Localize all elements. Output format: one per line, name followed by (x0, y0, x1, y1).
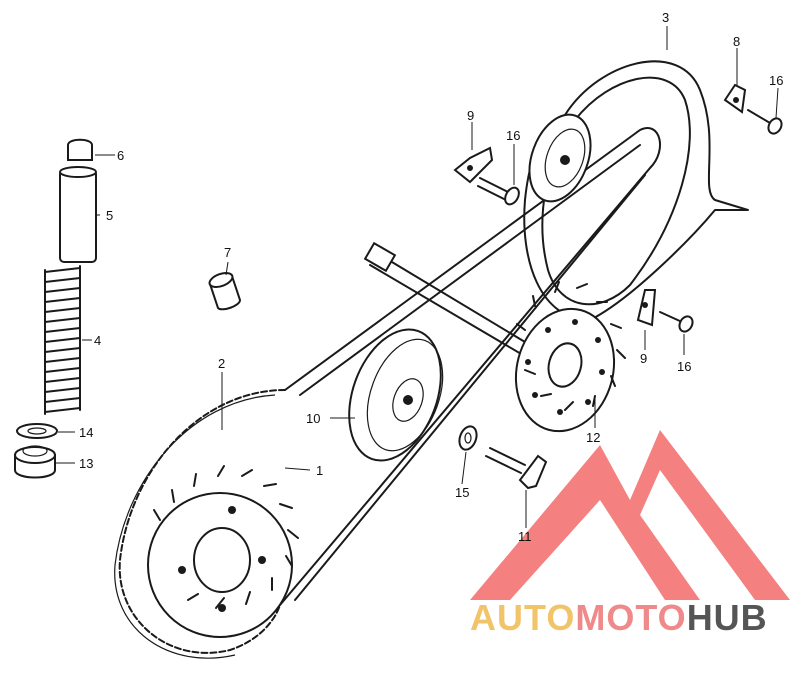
shaft (363, 241, 531, 359)
callout-16-right: 16 (677, 359, 691, 374)
tube-cap (67, 138, 93, 161)
watermark-auto: AUTO (470, 597, 576, 638)
watermark-logo (470, 430, 790, 600)
callout-15: 15 (455, 485, 469, 500)
callout-3: 3 (662, 10, 669, 25)
bracket-top (723, 83, 747, 114)
callout-8: 8 (733, 34, 740, 49)
callout-9-right: 9 (640, 351, 647, 366)
callout-9-top: 9 (467, 108, 474, 123)
bracket-right (636, 289, 657, 327)
screw-left (477, 177, 520, 206)
callout-12: 12 (586, 430, 600, 445)
bracket-left (453, 146, 494, 184)
callout-16-right-top: 16 (769, 73, 783, 88)
callout-14: 14 (79, 425, 93, 440)
pivot-bolt (485, 447, 548, 490)
plug-bolt (14, 445, 56, 479)
pivot-washer (458, 425, 478, 451)
tensioner-tube (59, 166, 97, 263)
tensioner-spring (44, 265, 81, 415)
watermark-moto: MOTO (575, 597, 687, 638)
tensioner-roller (348, 328, 444, 462)
screw-right (659, 311, 694, 333)
callout-4: 4 (94, 333, 101, 348)
callout-5: 5 (106, 208, 113, 223)
callout-11: 11 (518, 529, 532, 544)
callout-16-top: 16 (506, 128, 520, 143)
drive-sprocket (147, 465, 299, 638)
chain-case-cover (523, 60, 749, 321)
callout-13: 13 (79, 456, 93, 471)
drive-chain (114, 127, 661, 659)
callout-10: 10 (306, 411, 320, 426)
upper-roller (528, 113, 592, 203)
callout-2: 2 (218, 356, 225, 371)
watermark-text: AUTOMOTOHUB (470, 597, 800, 639)
leader-lines (56, 26, 779, 528)
callout-6: 6 (117, 148, 124, 163)
callouts: 1 2 3 4 5 6 7 8 9 9 10 11 12 13 14 15 16… (79, 10, 783, 544)
driven-sprocket (514, 281, 626, 433)
spring-washer (16, 423, 58, 439)
screw-top (747, 109, 783, 135)
collar (208, 272, 242, 311)
callout-1: 1 (316, 463, 323, 478)
watermark-hub: HUB (686, 597, 768, 638)
callout-7: 7 (224, 245, 231, 260)
